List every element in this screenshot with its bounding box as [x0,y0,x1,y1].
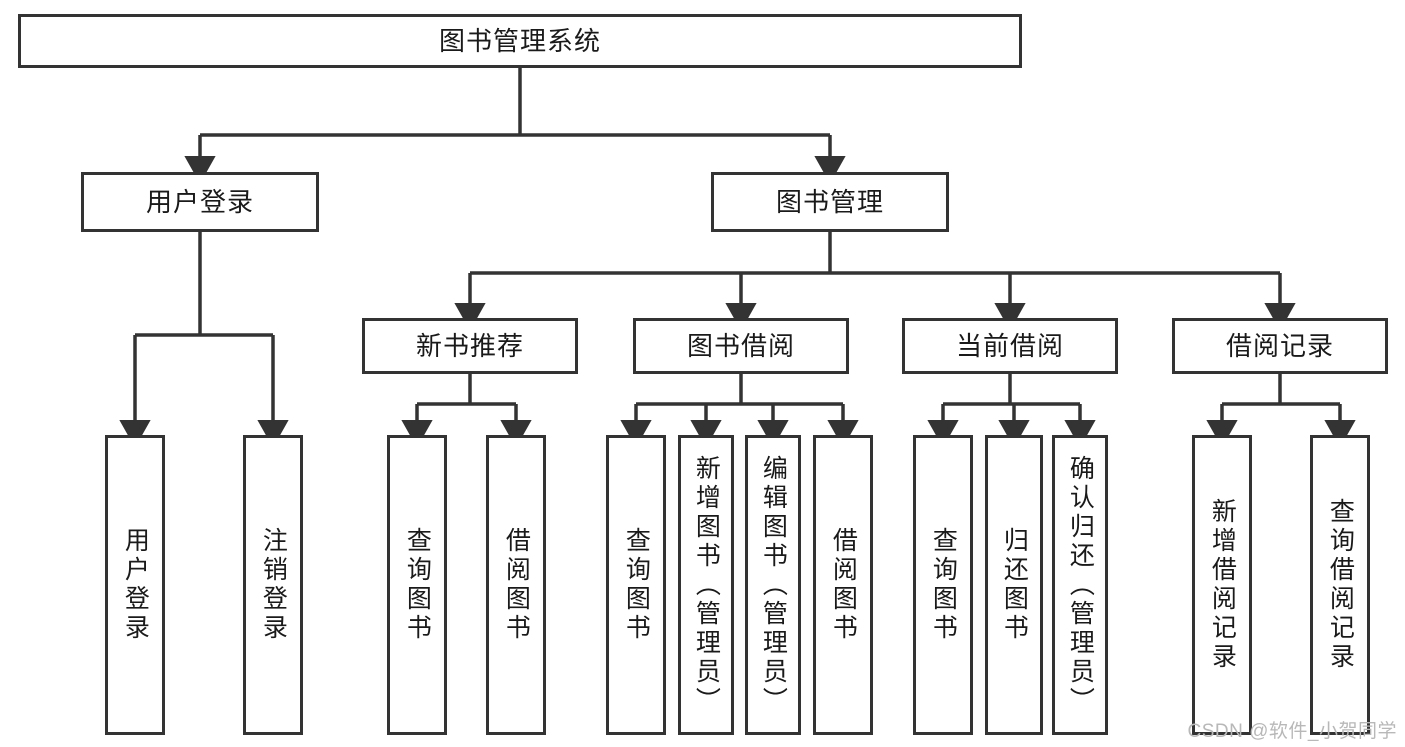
node-leaf-user-login-label: 用户登录 [121,527,150,643]
node-leaf-return-book[interactable]: 归还图书 [985,435,1043,735]
node-leaf-add-borrow-record-label: 新增借阅记录 [1208,498,1237,672]
node-new-book-recommend-label: 新书推荐 [415,330,524,361]
node-leaf-return-book-label: 归还图书 [1000,527,1029,643]
node-book-manage-label: 图书管理 [775,186,884,217]
node-leaf-user-login[interactable]: 用户登录 [105,435,165,735]
node-leaf-borrow-book-recommend[interactable]: 借阅图书 [486,435,546,735]
node-leaf-edit-book-label: 编辑图书（管理员） [759,454,788,716]
node-current-borrow[interactable]: 当前借阅 [902,318,1118,374]
node-borrow-record-label: 借阅记录 [1225,330,1334,361]
node-leaf-query-book-borrow-label: 查询图书 [622,527,651,643]
node-leaf-add-book-label: 新增图书（管理员） [692,454,721,716]
node-leaf-borrow-book-label: 借阅图书 [829,527,858,643]
node-leaf-borrow-book[interactable]: 借阅图书 [813,435,873,735]
node-new-book-recommend[interactable]: 新书推荐 [362,318,578,374]
node-leaf-edit-book[interactable]: 编辑图书（管理员） [745,435,801,735]
node-leaf-query-book-current[interactable]: 查询图书 [913,435,973,735]
node-book-manage[interactable]: 图书管理 [711,172,949,232]
node-leaf-user-logout-label: 注销登录 [259,527,288,643]
node-root-label: 图书管理系统 [438,25,601,56]
node-user-login[interactable]: 用户登录 [81,172,319,232]
csdn-watermark: CSDN @软件_小贺同学 [1187,721,1397,742]
node-user-login-label: 用户登录 [145,186,254,217]
node-leaf-query-borrow-record-label: 查询借阅记录 [1326,498,1355,672]
node-leaf-query-book-current-label: 查询图书 [929,527,958,643]
node-leaf-add-book[interactable]: 新增图书（管理员） [678,435,734,735]
node-leaf-user-logout[interactable]: 注销登录 [243,435,303,735]
node-leaf-confirm-return-label: 确认归还（管理员） [1066,454,1095,716]
node-book-borrow-label: 图书借阅 [686,330,795,361]
node-leaf-add-borrow-record[interactable]: 新增借阅记录 [1192,435,1252,735]
node-leaf-borrow-book-recommend-label: 借阅图书 [502,527,531,643]
node-leaf-query-book-recommend[interactable]: 查询图书 [387,435,447,735]
node-leaf-query-borrow-record[interactable]: 查询借阅记录 [1310,435,1370,735]
node-leaf-query-book-borrow[interactable]: 查询图书 [606,435,666,735]
node-current-borrow-label: 当前借阅 [955,330,1064,361]
node-book-borrow[interactable]: 图书借阅 [633,318,849,374]
node-leaf-query-book-recommend-label: 查询图书 [403,527,432,643]
node-root[interactable]: 图书管理系统 [18,14,1022,68]
node-borrow-record[interactable]: 借阅记录 [1172,318,1388,374]
node-leaf-confirm-return[interactable]: 确认归还（管理员） [1052,435,1108,735]
